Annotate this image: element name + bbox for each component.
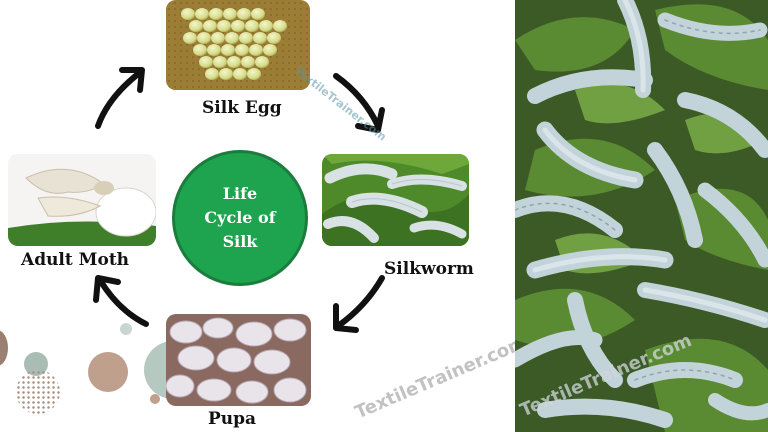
- center-circle: Life Cycle of Silk: [172, 150, 308, 286]
- arrow-pupa-to-moth: [93, 275, 149, 327]
- silk-egg-label: Silk Egg: [202, 98, 282, 118]
- silk-egg: [247, 68, 261, 80]
- silk-egg: [241, 56, 255, 68]
- silk-egg: [233, 68, 247, 80]
- silk-egg: [189, 20, 203, 32]
- silk-egg: [273, 20, 287, 32]
- silk-egg: [221, 44, 235, 56]
- decorative-dot: [120, 323, 132, 335]
- silk-egg: [253, 32, 267, 44]
- silk-egg: [249, 44, 263, 56]
- adult-moth-image: [8, 154, 156, 246]
- arrow-moth-to-egg: [95, 67, 145, 129]
- silk-egg: [217, 20, 231, 32]
- silk-egg: [199, 56, 213, 68]
- silk-egg-image: [166, 0, 310, 90]
- silkworm-label: Silkworm: [384, 259, 474, 279]
- silk-egg: [193, 44, 207, 56]
- decorative-dot: [150, 394, 160, 404]
- silk-egg: [223, 8, 237, 20]
- arrow-worm-to-pupa: [333, 275, 385, 333]
- silk-egg: [237, 8, 251, 20]
- silk-egg: [259, 20, 273, 32]
- silk-egg: [209, 8, 223, 20]
- pupa-image: [166, 314, 311, 406]
- center-title-line-2: Cycle of: [204, 208, 276, 227]
- silk-egg: [235, 44, 249, 56]
- silk-egg: [195, 8, 209, 20]
- silk-egg: [227, 56, 241, 68]
- silk-egg: [219, 68, 233, 80]
- diagram-panel: Silk Egg Silkworm: [0, 0, 515, 429]
- center-title-line-3: Silk: [222, 232, 258, 251]
- silk-egg: [245, 20, 259, 32]
- silk-egg: [207, 44, 221, 56]
- silk-egg: [203, 20, 217, 32]
- silk-egg: [205, 68, 219, 80]
- pupa-label: Pupa: [208, 409, 257, 429]
- arrow-egg-to-worm: [333, 73, 385, 133]
- silkworm-photo: TextileTrainer.com: [515, 0, 768, 432]
- silk-egg: [213, 56, 227, 68]
- silk-egg: [197, 32, 211, 44]
- silk-egg: [231, 20, 245, 32]
- silk-egg: [251, 8, 265, 20]
- decorative-dot: [0, 330, 8, 366]
- decorative-dot: [16, 370, 60, 414]
- watermark: TextileTrainer.com: [352, 331, 515, 424]
- silk-egg: [225, 32, 239, 44]
- silk-egg: [181, 8, 195, 20]
- silk-egg: [255, 56, 269, 68]
- center-title-line-1: Life: [222, 184, 258, 203]
- silk-egg: [263, 44, 277, 56]
- silk-egg: [267, 32, 281, 44]
- silk-egg: [211, 32, 225, 44]
- silk-egg: [239, 32, 253, 44]
- silk-egg: [183, 32, 197, 44]
- decorative-dot: [88, 352, 128, 392]
- silkworm-image: [322, 154, 469, 246]
- adult-moth-label: Adult Moth: [21, 250, 130, 270]
